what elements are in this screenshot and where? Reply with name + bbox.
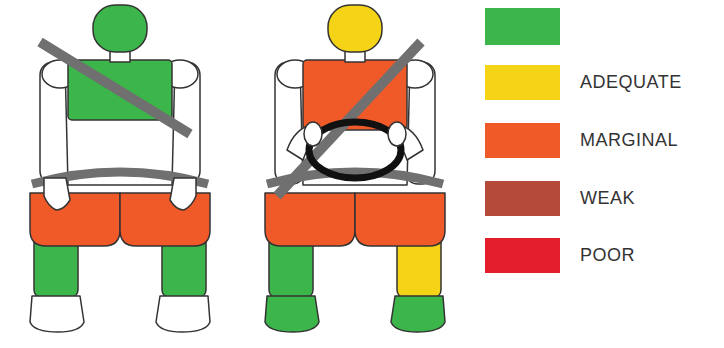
thigh-zone <box>120 193 210 246</box>
legend-row: WEAK <box>485 181 635 216</box>
foot <box>30 296 84 332</box>
hand <box>170 178 196 210</box>
foot <box>156 296 210 332</box>
legend-swatch <box>485 123 560 158</box>
passenger-dummy <box>30 5 210 332</box>
thigh-zone <box>355 193 445 246</box>
legend-row: MARGINAL <box>485 123 678 158</box>
hand <box>304 122 322 146</box>
head-zone <box>328 5 382 52</box>
legend-swatch <box>485 238 560 273</box>
legend-swatch <box>485 8 560 45</box>
shoulder-belt <box>277 42 421 196</box>
legend-label: ADEQUATE <box>580 72 682 93</box>
steering-wheel <box>309 122 401 178</box>
legend-swatch <box>485 181 560 216</box>
hand <box>44 178 70 210</box>
legend-row: ADEQUATE <box>485 65 682 100</box>
shoulder-belt <box>40 42 190 134</box>
hand <box>388 122 406 146</box>
legend-label: POOR <box>580 245 635 266</box>
legend-swatch <box>485 65 560 100</box>
head-zone <box>93 5 147 52</box>
driver-dummy <box>265 5 445 332</box>
foot <box>391 296 445 332</box>
legend-row: POOR <box>485 238 635 273</box>
legend-label: WEAK <box>580 188 635 209</box>
foot <box>265 296 319 332</box>
thigh-zone <box>30 193 120 246</box>
thigh-zone <box>265 193 355 246</box>
legend-label: MARGINAL <box>580 130 678 151</box>
